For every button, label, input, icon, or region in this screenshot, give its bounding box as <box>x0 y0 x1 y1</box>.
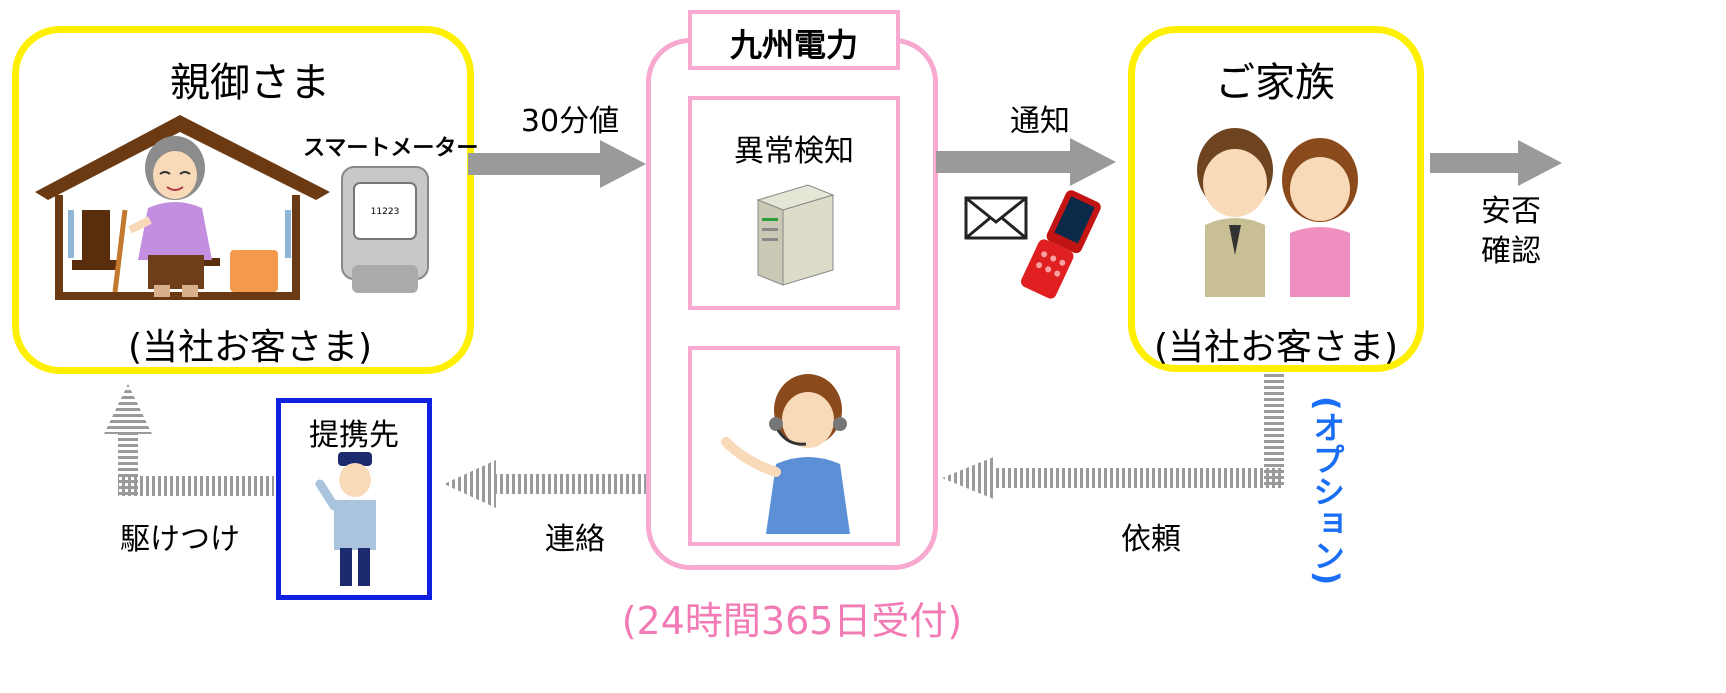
family-title: ご家族 <box>1215 60 1335 106</box>
label-contact: 連絡 <box>545 522 605 557</box>
arrow-safety-check <box>1430 140 1562 186</box>
meter-id: 11223 <box>370 207 400 217</box>
hours-label: (24時間365日受付) <box>621 599 963 643</box>
detection-label: 異常検知 <box>734 134 854 169</box>
label-rush: 駆けつけ <box>120 522 240 557</box>
smart-meter-icon <box>341 166 429 293</box>
arrow-notify <box>936 138 1116 186</box>
arrow-request <box>942 374 1284 500</box>
parent-title: 親御さま <box>170 60 330 106</box>
grandmother-icon <box>128 136 212 297</box>
server-icon <box>756 184 835 286</box>
label-30min: 30分値 <box>520 104 620 139</box>
arrow-30min <box>468 140 646 188</box>
family-icon <box>1197 128 1358 297</box>
label-option: (オプション) <box>1308 396 1346 586</box>
mobile-phone-icon <box>1021 190 1101 299</box>
family-box <box>1128 26 1424 372</box>
smart-meter-label: スマートメーター <box>303 136 479 161</box>
operator-icon <box>721 374 850 534</box>
parent-subtitle: (当社お客さま) <box>127 327 373 368</box>
family-subtitle: (当社お客さま) <box>1153 327 1399 368</box>
partner-box <box>276 398 432 600</box>
label-safety-check: 安否 確認 <box>1481 194 1541 269</box>
kyushu-title: 九州電力 <box>729 26 858 64</box>
kyushu-title-box <box>688 10 900 70</box>
label-notify: 通知 <box>1010 104 1070 139</box>
partner-title: 提携先 <box>309 418 399 453</box>
guard-icon <box>315 452 376 586</box>
arrow-rush <box>104 384 274 496</box>
mail-icon <box>964 196 1028 240</box>
label-request: 依頼 <box>1121 522 1181 557</box>
arrow-contact <box>444 460 646 508</box>
